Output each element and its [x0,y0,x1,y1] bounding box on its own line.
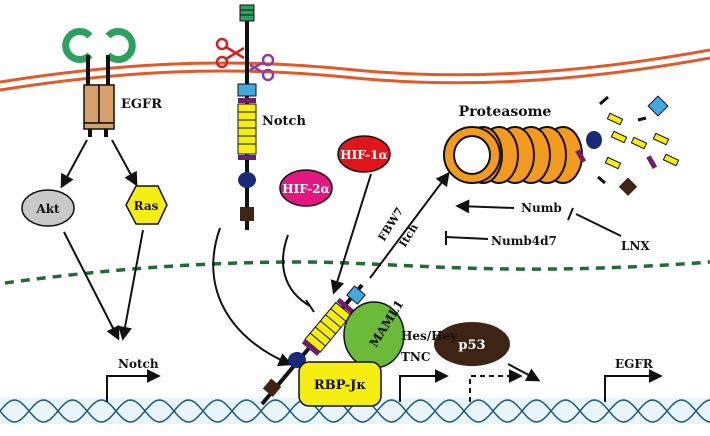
egfr-gene-label: EGFR [615,357,654,371]
akt-label: Akt [35,202,60,216]
degraded-fragments [575,95,680,196]
hes-hey-label: Hes/Hey [401,329,458,343]
notch-gene-label: Notch [118,357,159,371]
hif2a-label: HIF-2α [282,182,330,196]
inhibition-lines [282,207,622,313]
scissors-icon-purple [249,53,275,82]
notch-receptor-label: Notch [262,114,306,129]
hif2a-node [279,169,333,207]
itch-label: Itch [397,222,421,250]
rbpjk-label: RBP-Jκ [314,378,366,393]
ras-label: Ras [134,199,159,213]
nicd-complex [260,283,366,406]
ras-node [125,185,168,225]
rbpjk-node [298,361,382,407]
pathway-arrows [60,139,541,382]
proteasome-complex [443,126,583,184]
numb-label: Numb [521,201,562,215]
lnx-label: LNX [621,239,650,253]
p53-node [434,322,510,366]
p53-label: p53 [458,338,485,353]
numb4d7-label: Numb4d7 [491,234,557,248]
hif1a-node [337,135,391,173]
proteasome-label: Proteasome [459,104,552,120]
cell-membrane [0,48,710,92]
tnc-label: TNC [401,350,430,364]
nuclear-envelope [4,260,710,285]
scissors-icon [215,37,245,69]
hif1a-label: HIF-1α [340,148,388,162]
egfr-receptor-label: EGFR [121,97,162,112]
promoter-arrows [106,369,663,402]
dna-strand [0,399,710,423]
akt-node [21,189,75,227]
notch-receptor [237,4,257,230]
egfr-receptor [62,28,136,137]
